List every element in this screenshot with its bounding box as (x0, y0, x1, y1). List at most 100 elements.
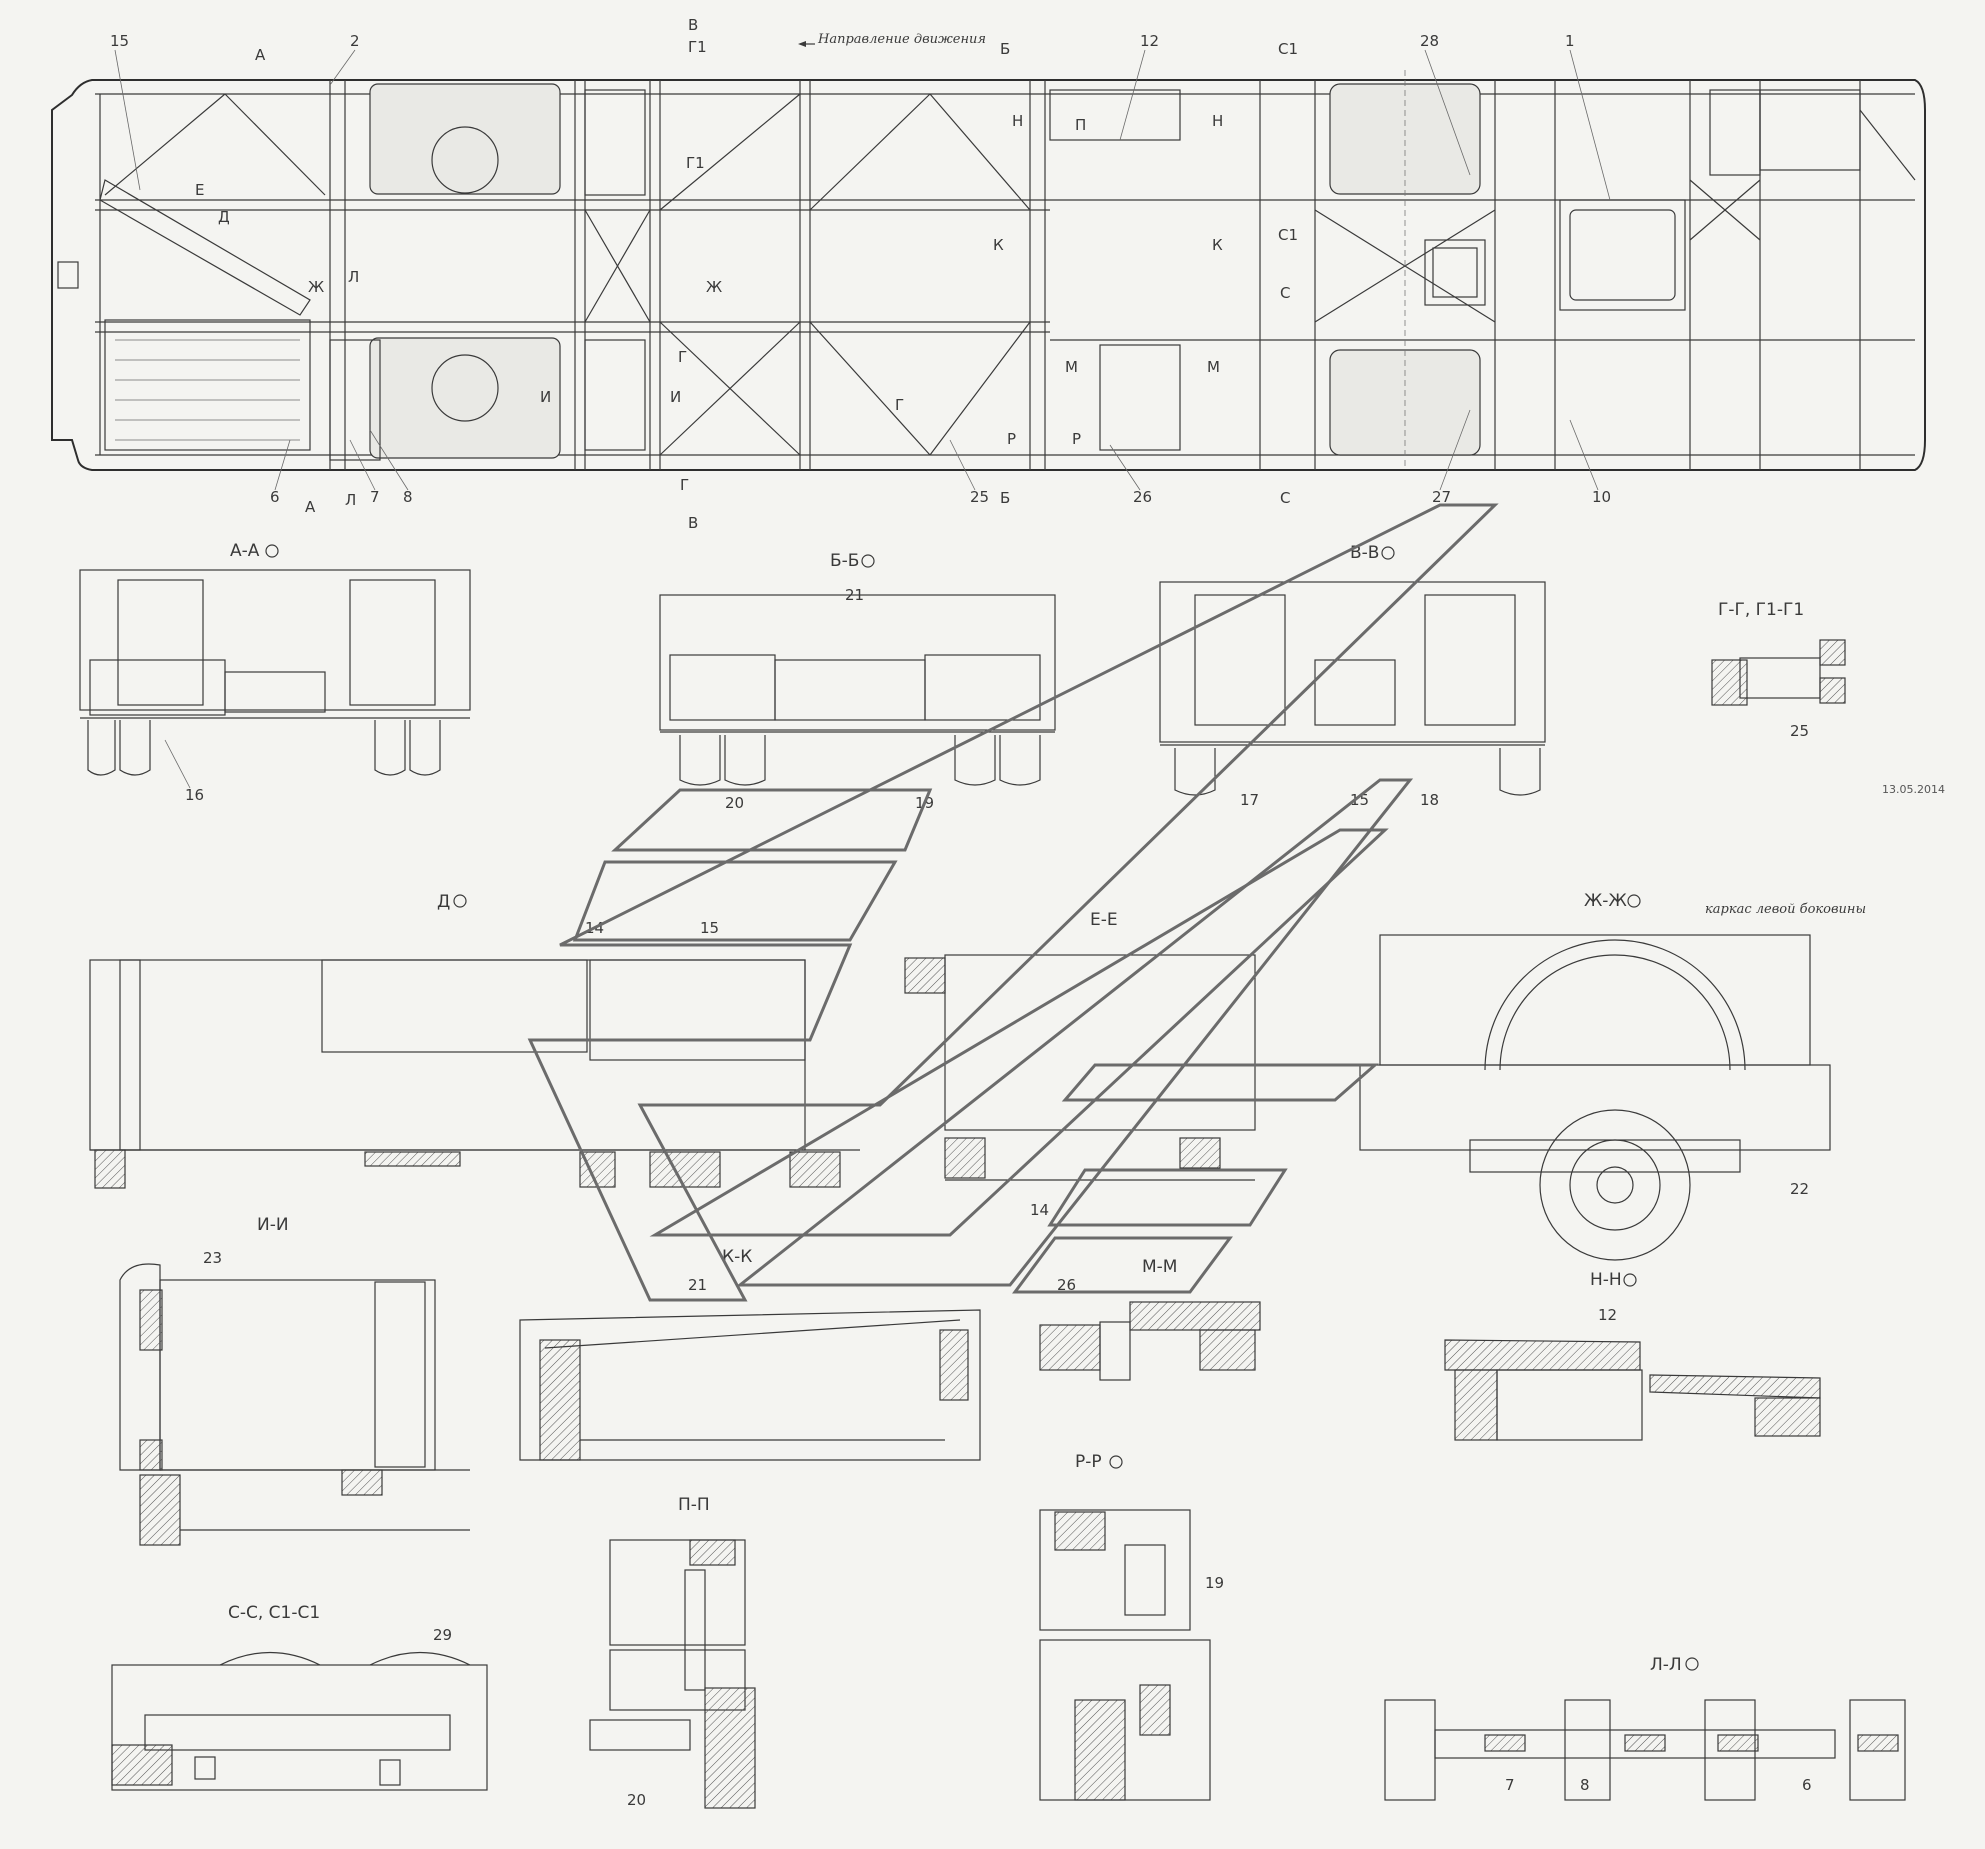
mark-zh1: Ж (308, 278, 324, 296)
view-d-title: Д (437, 892, 450, 912)
view-ll-callout-7: 7 (1505, 1776, 1515, 1794)
view-aa-callout-16: 16 (185, 786, 204, 804)
mark-c-bot: С (1280, 489, 1290, 507)
view-bb-callout-21: 21 (845, 586, 864, 604)
mark-b-top: Б (1000, 40, 1010, 58)
view-aa-title: А-А (230, 541, 260, 561)
view-bb: Б-Б 21 20 19 (659, 551, 1056, 812)
view-cc-callout-29: 29 (433, 1626, 452, 1644)
mark-a-bot: А (305, 498, 316, 516)
mark-zh2: Ж (706, 278, 722, 296)
callout-1: 1 (1565, 32, 1575, 50)
mark-a-top: А (255, 46, 266, 64)
view-ll-callout-8: 8 (1580, 1776, 1590, 1794)
callout-7: 7 (370, 488, 380, 506)
mark-v-top: В (688, 16, 698, 34)
mark-e: Е (195, 181, 204, 199)
direction-arrowhead-icon (798, 41, 806, 47)
view-pp: П-П 20 (589, 1495, 756, 1809)
mark-n1: Н (1012, 112, 1023, 130)
view-ll-callout-6: 6 (1802, 1776, 1812, 1794)
view-nn: Н-Н 12 (1444, 1270, 1821, 1441)
callout-26: 26 (1133, 488, 1152, 506)
view-cc-title: С-С, С1-С1 (228, 1603, 320, 1623)
mark-p1: П (1075, 116, 1086, 134)
view-cc: С-С, С1-С1 29 (111, 1603, 488, 1791)
mark-k1: К (993, 236, 1004, 254)
callout-15: 15 (110, 32, 129, 50)
mark-m2: М (1207, 358, 1220, 376)
view-bb-title: Б-Б (830, 551, 859, 571)
watermark-logo (527, 503, 1499, 1302)
mark-g-low: Г (895, 396, 904, 414)
view-vv-callout-18: 18 (1420, 791, 1439, 809)
callout-10: 10 (1592, 488, 1611, 506)
mark-c1-mid: С1 (1278, 226, 1298, 244)
mark-m1: М (1065, 358, 1078, 376)
callout-6: 6 (270, 488, 280, 506)
view-ii-title: И-И (257, 1215, 289, 1235)
view-ll: Л-Л 7 8 6 (1384, 1655, 1906, 1801)
view-vv: В-В 17 15 18 (1159, 543, 1546, 809)
view-d-callout-15: 15 (700, 919, 719, 937)
view-ll-title: Л-Л (1650, 1655, 1682, 1675)
view-gg-callout-25: 25 (1790, 722, 1809, 740)
mark-d: Д (218, 208, 230, 226)
mark-i2: И (670, 388, 681, 406)
view-ii-callout-23: 23 (203, 1249, 222, 1267)
callout-12: 12 (1140, 32, 1159, 50)
view-kk-callout-21: 21 (688, 1276, 707, 1294)
mark-n2: Н (1212, 112, 1223, 130)
callout-27: 27 (1432, 488, 1451, 506)
mark-c-mid: С (1280, 284, 1290, 302)
mark-g1-mid: Г1 (686, 154, 705, 172)
mark-g-mid: Г (678, 348, 687, 366)
mark-v-bot: В (688, 514, 698, 532)
callout-8: 8 (403, 488, 413, 506)
view-vv-callout-17: 17 (1240, 791, 1259, 809)
callout-28: 28 (1420, 32, 1439, 50)
mark-c1-top: С1 (1278, 40, 1298, 58)
view-d: Д 14 15 (89, 892, 860, 1189)
view-vv-callout-15: 15 (1350, 791, 1369, 809)
mark-i1: И (540, 388, 551, 406)
mark-g1-top: Г1 (688, 38, 707, 56)
view-rr-callout-19: 19 (1205, 1574, 1224, 1592)
view-zhzh-title: Ж-Ж (1584, 891, 1627, 911)
view-aa: А-А 16 (79, 541, 471, 804)
view-bb-callout-20: 20 (725, 794, 744, 812)
callout-2: 2 (350, 32, 360, 50)
mark-l1: Л (348, 268, 359, 286)
view-mm: М-М 26 (1039, 1257, 1261, 1381)
callout-25: 25 (970, 488, 989, 506)
mark-g-bot: Г (680, 476, 689, 494)
view-kk: К-К 21 (519, 1247, 981, 1461)
drawing-date: 13.05.2014 (1882, 783, 1945, 796)
mark-k2: К (1212, 236, 1223, 254)
view-vv-title: В-В (1350, 543, 1379, 563)
view-rr-title: Р-Р (1075, 1452, 1102, 1472)
view-ii: И-И 23 (119, 1215, 470, 1546)
main-plan-view: 15 2 12 28 1 6 7 8 25 26 27 10 (51, 16, 1926, 532)
view-gg-title: Г-Г, Г1-Г1 (1718, 600, 1804, 620)
view-zhzh: Ж-Ж каркас левой боковины 22 (1359, 891, 1866, 1261)
view-pp-title: П-П (678, 1495, 710, 1515)
view-zhzh-callout-22: 22 (1790, 1180, 1809, 1198)
view-mm-title: М-М (1142, 1257, 1177, 1277)
mark-p3: Р (1072, 430, 1081, 448)
view-nn-callout-12: 12 (1598, 1306, 1617, 1324)
direction-label: Направление движения (817, 32, 986, 47)
view-ee-callout-14: 14 (1030, 1201, 1049, 1219)
view-mm-callout-26: 26 (1057, 1276, 1076, 1294)
view-kk-title: К-К (722, 1247, 752, 1267)
left-side-frame-label: каркас левой боковины (1705, 902, 1866, 917)
view-pp-callout-20: 20 (627, 1791, 646, 1809)
view-nn-title: Н-Н (1590, 1270, 1622, 1290)
mark-p2: Р (1007, 430, 1016, 448)
mark-l-bot: Л (345, 491, 356, 509)
view-ee-title: Е-Е (1090, 910, 1118, 930)
view-rr: Р-Р 19 (1039, 1452, 1224, 1801)
view-gg: Г-Г, Г1-Г1 25 (1711, 600, 1846, 740)
